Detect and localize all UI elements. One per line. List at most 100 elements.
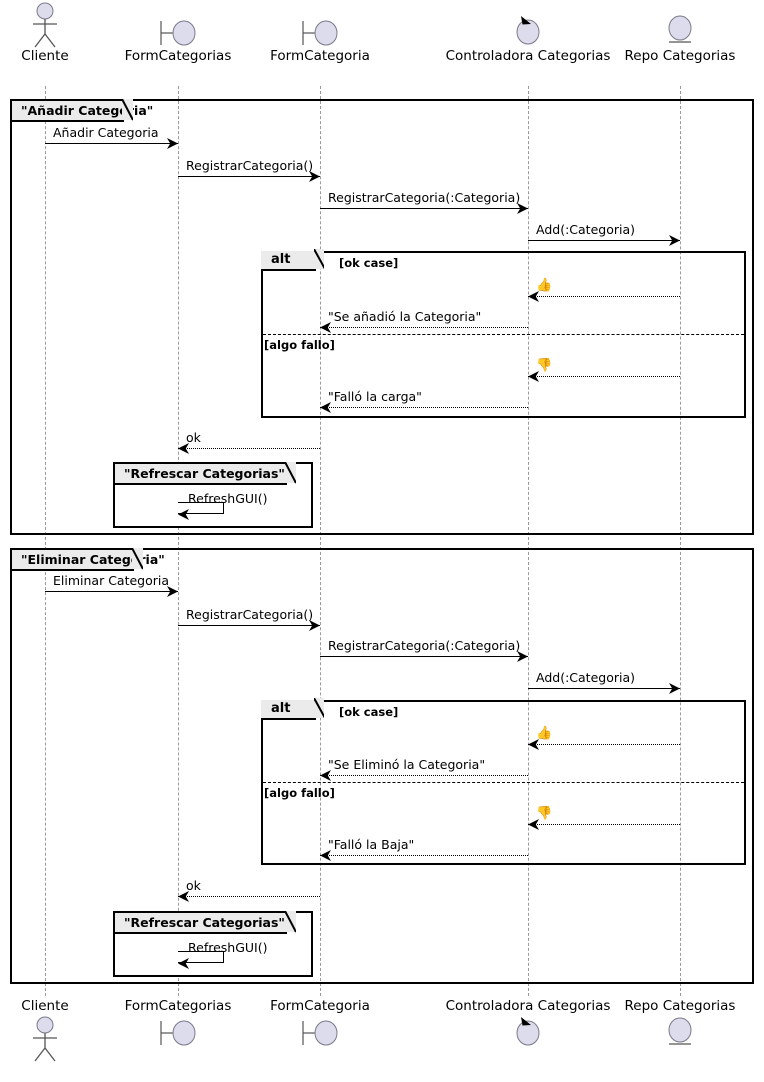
participant-repo-categorias[interactable]: Repo Categorias (590, 998, 764, 1074)
control-icon (438, 1014, 618, 1074)
message-arrowhead (528, 371, 539, 382)
participant-repo-categorias[interactable]: Repo Categorias (590, 0, 764, 64)
participant-label: Cliente (21, 48, 69, 64)
alt-1 (261, 251, 746, 418)
message-arrowhead (309, 620, 320, 631)
message-label: RegistrarCategoria(:Categoria) (328, 190, 521, 205)
participant-controladora-categorias[interactable]: Controladora Categorias (438, 998, 618, 1074)
message-label: ok (186, 430, 201, 445)
message-label: "Falló la Baja" (328, 837, 415, 852)
boundary-icon (230, 1014, 410, 1074)
inner-frame-label: "Refrescar Categorias" (115, 462, 296, 485)
actor-icon (0, 1014, 135, 1074)
inner-frame-label: "Refrescar Categorias" (115, 911, 296, 934)
participant-formcategorias[interactable]: FormCategorias (88, 998, 268, 1074)
message-label: RegistrarCategoria(:Categoria) (328, 638, 521, 653)
participant-label: Controladora Categorias (445, 998, 611, 1014)
participant-cliente[interactable]: Cliente (0, 0, 135, 64)
message-line (528, 296, 680, 297)
message-line (320, 656, 528, 657)
control-icon (438, 0, 618, 48)
message-label: RegistrarCategoria() (186, 607, 314, 622)
alt-tag-notch (314, 698, 324, 720)
alt-tag-notch (314, 249, 324, 271)
message-label: ok (186, 878, 201, 893)
alt-guard-condition: [algo fallo] (264, 786, 335, 800)
message-arrowhead (178, 443, 189, 454)
message-arrowhead (320, 770, 331, 781)
participant-label: Controladora Categorias (445, 48, 611, 64)
boundary-icon (88, 0, 268, 48)
message-label: Add(:Categoria) (536, 222, 635, 237)
message-line (320, 208, 528, 209)
actor-icon (0, 0, 135, 48)
message-line (45, 591, 178, 592)
entity-icon (590, 0, 764, 48)
self-message-box (178, 951, 224, 963)
message-arrowhead (528, 291, 539, 302)
self-message-arrowhead (178, 509, 189, 520)
thumbs-down-icon: 👎 (536, 806, 553, 821)
participant-label: FormCategoria (270, 998, 370, 1014)
message-label: "Falló la carga" (328, 389, 422, 404)
message-arrowhead (669, 235, 680, 246)
participant-label: FormCategorias (124, 998, 232, 1014)
participant-cliente[interactable]: Cliente (0, 998, 135, 1074)
lifeline-formcategorias (178, 86, 179, 996)
frame-label: "Eliminar Categoria" (12, 548, 165, 571)
alt-2 (261, 700, 746, 865)
self-message-box (178, 502, 224, 514)
message-label: Eliminar Categoria (53, 573, 170, 588)
message-line (320, 855, 528, 856)
thumbs-up-icon: 👍 (536, 726, 553, 741)
message-line (178, 448, 320, 449)
message-line (528, 240, 680, 241)
alt-guard-condition: [ok case] (339, 256, 399, 270)
participant-label: Cliente (21, 998, 69, 1014)
thumbs-up-icon: 👍 (536, 278, 553, 293)
message-arrowhead (320, 402, 331, 413)
alt-operator-label: alt (261, 249, 324, 271)
participant-formcategoria[interactable]: FormCategoria (230, 998, 410, 1074)
message-arrowhead (167, 586, 178, 597)
lifeline-cliente (45, 86, 46, 996)
participant-label: Repo Categorias (624, 48, 736, 64)
refrescar-2: "Refrescar Categorias" (113, 911, 313, 977)
message-arrowhead (320, 850, 331, 861)
lifeline-controladora-categorias (528, 86, 529, 996)
participant-controladora-categorias[interactable]: Controladora Categorias (438, 0, 618, 64)
refrescar-1: "Refrescar Categorias" (113, 462, 313, 528)
thumbs-down-icon: 👎 (536, 358, 553, 373)
participant-formcategoria[interactable]: FormCategoria (230, 0, 410, 64)
message-line (320, 775, 528, 776)
message-line (178, 896, 320, 897)
participant-formcategorias[interactable]: FormCategorias (88, 0, 268, 64)
entity-icon (590, 1014, 764, 1074)
frame-eliminar: "Eliminar Categoria" (10, 548, 754, 984)
message-line (178, 176, 320, 177)
message-line (178, 625, 320, 626)
message-line (528, 376, 680, 377)
message-arrowhead (517, 203, 528, 214)
frame-label: "Añadir Categoria" (12, 99, 153, 122)
message-arrowhead (528, 819, 539, 830)
frame-tag-notch (132, 548, 143, 571)
message-line (528, 744, 680, 745)
frame-anadir: "Añadir Categoria" (10, 99, 754, 535)
alt-guard-condition: [ok case] (339, 705, 399, 719)
message-arrowhead (320, 322, 331, 333)
message-line (320, 327, 528, 328)
message-label: Añadir Categoria (53, 125, 159, 140)
message-arrowhead (669, 683, 680, 694)
frame-tag-notch (285, 462, 296, 485)
participant-label: Repo Categorias (624, 998, 736, 1014)
frame-tag-notch (122, 99, 133, 122)
message-line (45, 143, 178, 144)
alt-guard-condition: [algo fallo] (264, 338, 335, 352)
message-arrowhead (178, 891, 189, 902)
self-message-arrowhead (178, 958, 189, 969)
message-label: "Se añadió la Categoria" (328, 309, 482, 324)
message-arrowhead (517, 651, 528, 662)
message-arrowhead (167, 138, 178, 149)
